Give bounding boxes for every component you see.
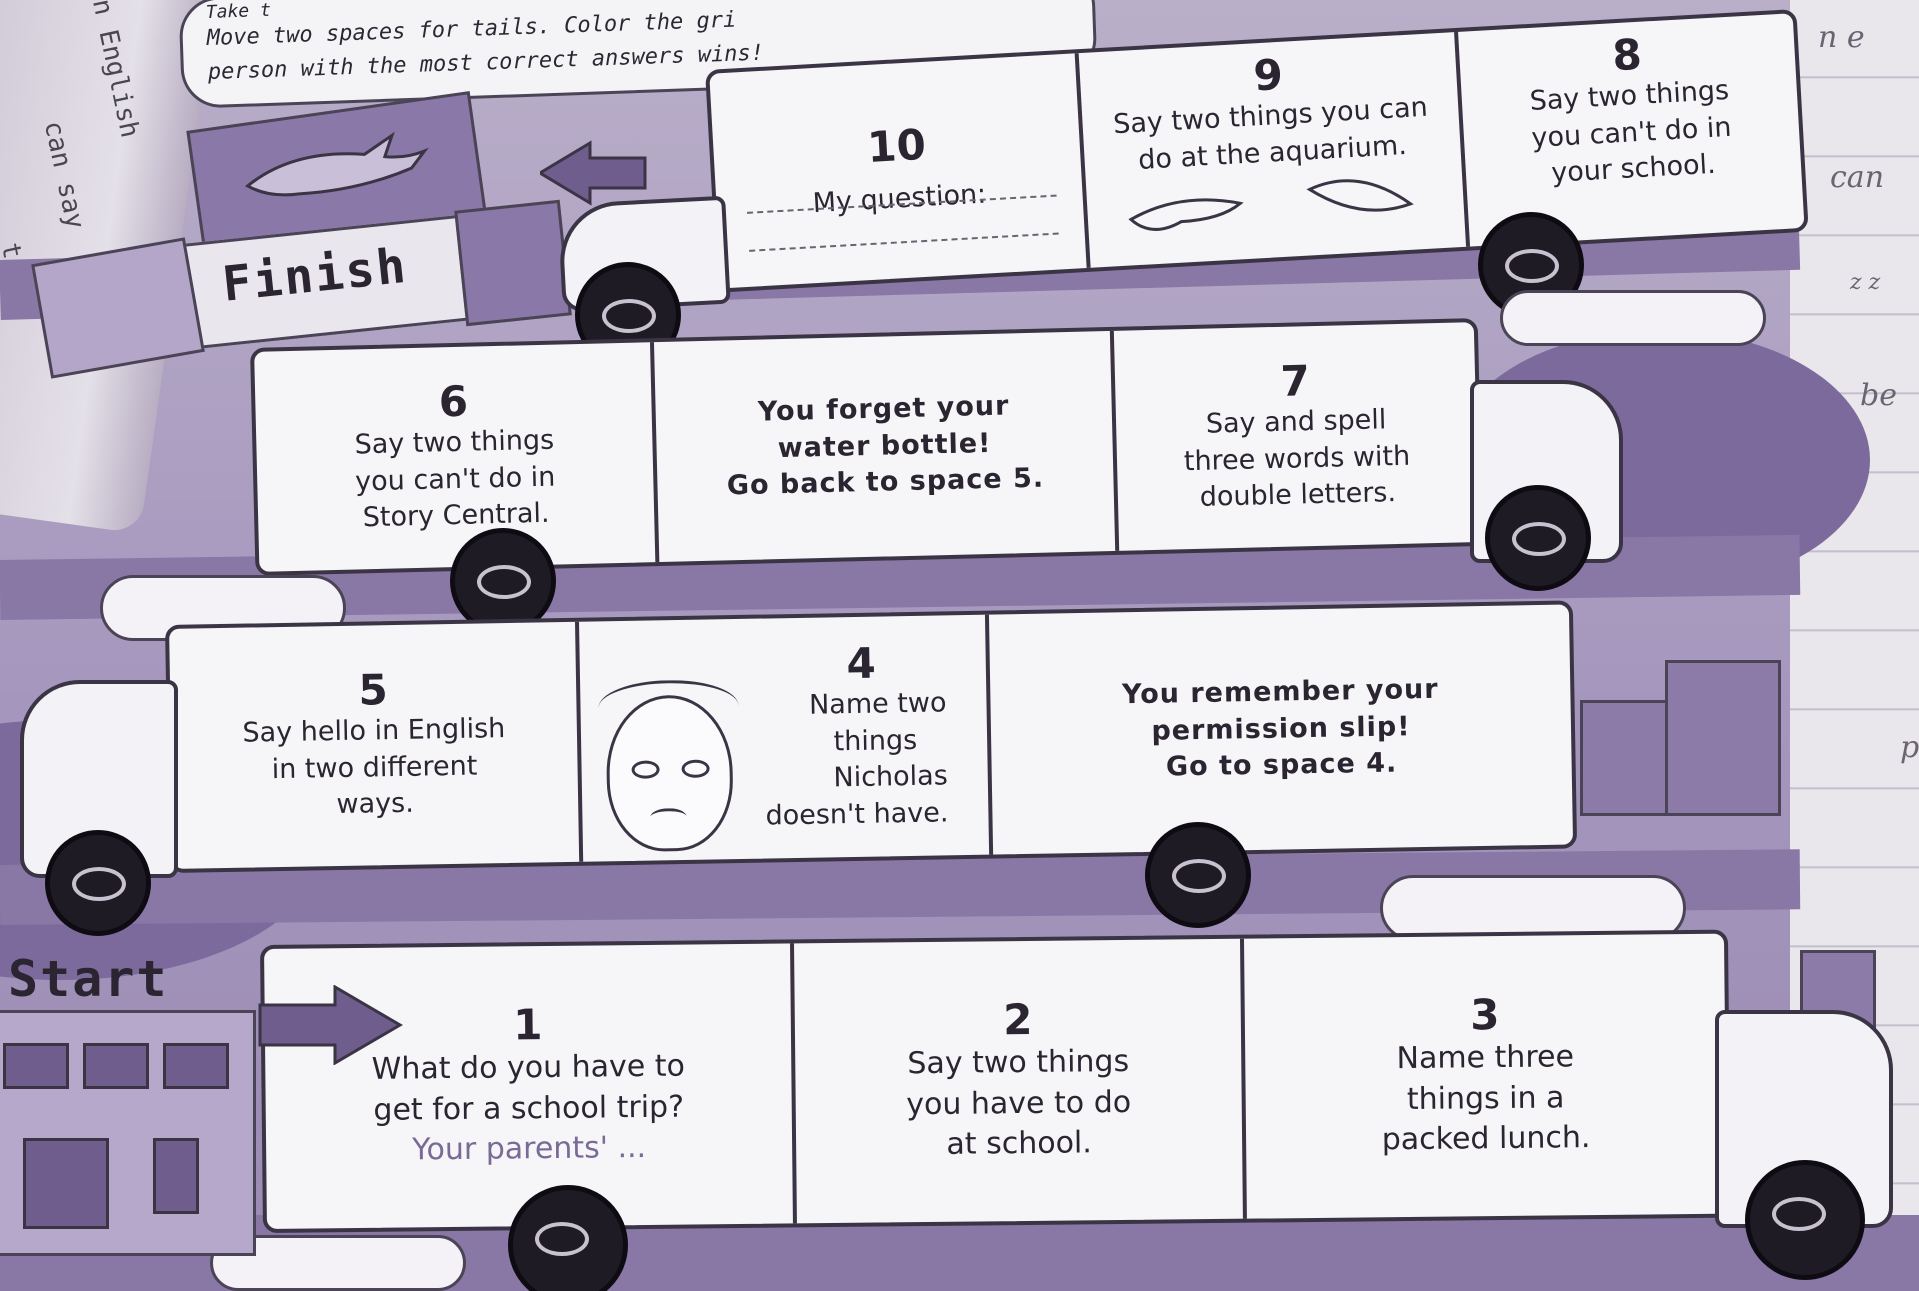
wheel: [450, 528, 556, 634]
city-building: [1580, 700, 1676, 816]
finish-label: Finish: [219, 237, 410, 313]
margin-text: can say: [37, 118, 90, 232]
window: [3, 1043, 69, 1089]
space-text: You forget your: [757, 390, 1010, 428]
wheel: [45, 830, 151, 936]
space-number: 8: [1611, 29, 1644, 81]
arrow-right-icon: [258, 985, 403, 1065]
space-4[interactable]: 4 Name two things Nicholas doesn't have.: [579, 614, 994, 862]
wheel: [1145, 822, 1251, 928]
space-text: Your parents' ...: [412, 1130, 647, 1168]
bus-row-3: 6 Say two things you can't do in Story C…: [250, 317, 1484, 576]
space-number: 5: [358, 665, 389, 715]
space-text: You remember your: [1121, 674, 1439, 711]
space-10[interactable]: 10 My question:: [709, 53, 1091, 289]
space-text: Name three: [1396, 1039, 1575, 1077]
space-text: Say hello in English: [242, 713, 506, 750]
space-text: you can't do in: [354, 461, 556, 498]
wheel: [1485, 485, 1591, 591]
space-text: things in a: [1406, 1080, 1565, 1117]
space-5[interactable]: 5 Say hello in English in two different …: [169, 621, 584, 869]
space-3[interactable]: 3 Name three things in a packed lunch.: [1244, 934, 1727, 1219]
space-text: at school.: [946, 1125, 1093, 1163]
space-number: 4: [846, 638, 877, 689]
wheel: [508, 1185, 628, 1291]
space-number: 7: [1279, 356, 1311, 407]
aquarium-side: [454, 199, 572, 327]
instructions-line: Take t: [205, 0, 272, 24]
space-text: Say two things: [907, 1044, 1130, 1082]
space-text: packed lunch.: [1381, 1120, 1591, 1158]
margin-text: in English: [82, 0, 145, 141]
space-number: 10: [865, 120, 928, 173]
space-text: What do you have to: [371, 1048, 686, 1088]
space-text: Say and spell: [1205, 404, 1387, 441]
space-text: your school.: [1550, 148, 1717, 189]
space-text: Name two: [808, 687, 947, 721]
space-8[interactable]: 8 Say two things you can't do in your sc…: [1458, 13, 1804, 246]
space-forget-bottle[interactable]: You forget your water bottle! Go back to…: [653, 330, 1120, 563]
start-label: Start: [8, 950, 169, 1008]
space-text: ways.: [336, 788, 415, 821]
space-number: 9: [1252, 49, 1285, 101]
space-text: Say two things: [354, 425, 555, 461]
space-7[interactable]: 7 Say and spell three words with double …: [1114, 322, 1479, 551]
bus-row-2: 5 Say hello in English in two different …: [165, 600, 1578, 873]
notebook-text: z z: [1850, 270, 1881, 295]
space-text: in two different: [271, 750, 478, 786]
space-number: 2: [1002, 995, 1033, 1045]
window: [163, 1043, 229, 1089]
notebook-text: can: [1830, 160, 1885, 195]
answer-line: [749, 232, 1059, 252]
door: [23, 1138, 109, 1229]
notebook-text: n e: [1818, 20, 1865, 55]
space-6[interactable]: 6 Say two things you can't do in Story C…: [254, 342, 660, 572]
space-text: things: [833, 724, 918, 758]
space-9[interactable]: 9 Say two things you can do at the aquar…: [1078, 31, 1471, 268]
space-text: Go back to space 5.: [726, 462, 1045, 502]
space-text: you have to do: [906, 1084, 1132, 1123]
space-text: get for a school trip?: [373, 1089, 685, 1128]
bus-row-4: 10 My question: 9 Say two things you can…: [705, 8, 1809, 293]
notebook-text: p: [1900, 730, 1919, 765]
bus-row-1: 1 What do you have to get for a school t…: [260, 929, 1731, 1233]
space-text: double letters.: [1199, 477, 1397, 514]
wheel: [1745, 1160, 1865, 1280]
shark-icon: [244, 131, 429, 197]
dolphin-stingray-icon: [1128, 179, 1414, 231]
space-text: Nicholas: [833, 760, 949, 794]
nicholas-face-icon: [598, 679, 739, 853]
space-2[interactable]: 2 Say two things you have to do at schoo…: [794, 938, 1247, 1224]
school-building: [0, 1010, 256, 1256]
space-remember-slip[interactable]: You remember your permission slip! Go to…: [989, 604, 1573, 854]
arrow-left-icon: [540, 140, 647, 206]
space-text: water bottle!: [777, 427, 992, 464]
city-building: [1665, 660, 1781, 816]
space-text: doesn't have.: [765, 796, 949, 832]
space-number: 3: [1469, 990, 1500, 1040]
window: [153, 1138, 199, 1214]
space-text: permission slip!: [1151, 711, 1411, 747]
window: [83, 1043, 149, 1089]
space-number: 6: [438, 376, 469, 427]
aquarium-building: [186, 91, 500, 345]
space-number: 1: [512, 1000, 543, 1050]
space-text: Go to space 4.: [1165, 747, 1398, 783]
exhaust-cloud: [1500, 290, 1766, 346]
notebook-text: be: [1860, 378, 1897, 413]
space-text: three words with: [1183, 440, 1411, 478]
